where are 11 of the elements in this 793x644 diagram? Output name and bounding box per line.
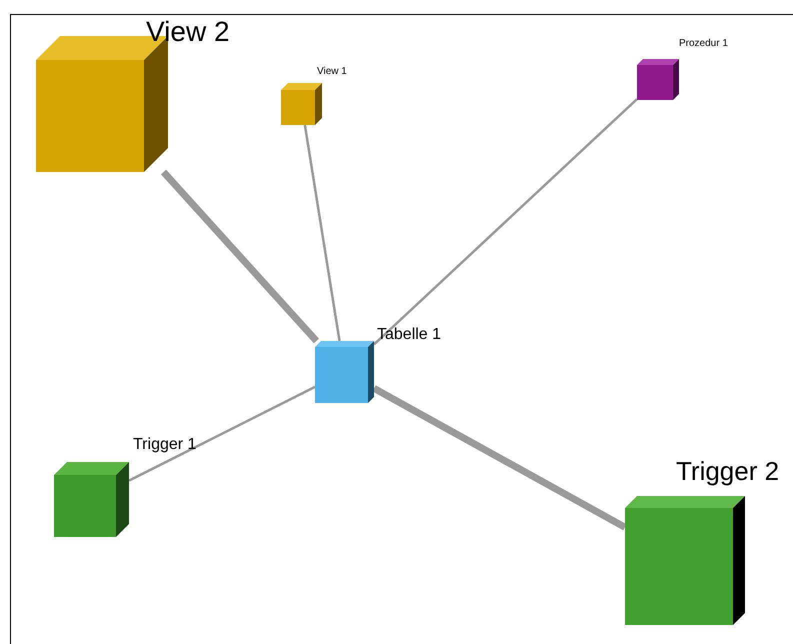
connector-line (128, 386, 316, 482)
node-label: Trigger 2 (676, 458, 780, 484)
connector-line (304, 124, 341, 342)
connector-line (373, 98, 638, 346)
node-label: View 1 (317, 67, 347, 77)
node-label: Tabelle 1 (377, 327, 442, 343)
node-label: View 2 (146, 18, 230, 46)
connector-line (160, 170, 320, 344)
node-label: Prozedur 1 (679, 39, 728, 49)
connector-line (372, 385, 627, 530)
node-label: Trigger 1 (133, 437, 196, 453)
